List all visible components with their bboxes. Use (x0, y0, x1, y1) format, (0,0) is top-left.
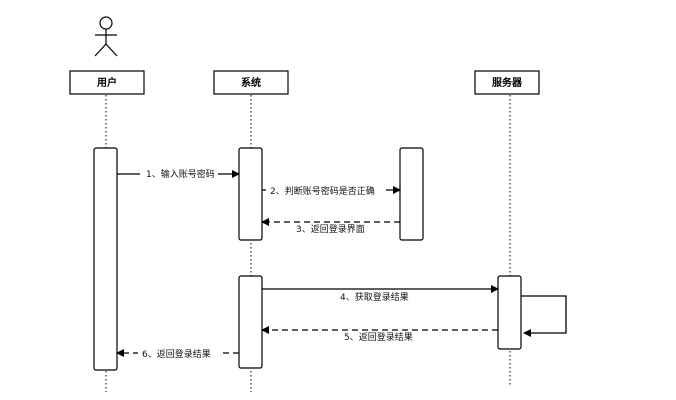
activation-system-1 (238, 147, 263, 241)
participant-system-box: 系统 (213, 70, 289, 95)
activation-user (93, 147, 118, 371)
activation-server (497, 275, 522, 350)
activation-system-2 (238, 275, 263, 369)
participant-server-label: 服务器 (492, 76, 523, 89)
actor-icon (94, 16, 118, 57)
message-3-label: 3、返回登录界面 (296, 223, 365, 235)
participant-server-box: 服务器 (474, 70, 540, 95)
participant-user-box: 用户 (69, 70, 145, 95)
participant-user-label: 用户 (96, 76, 117, 89)
message-1-label: 1、输入账号密码 (146, 168, 215, 180)
activation-validator (399, 147, 424, 241)
participant-system-label: 系统 (241, 76, 261, 89)
server-self-loop (521, 295, 567, 337)
message-6-label: 6、返回登录结果 (142, 348, 211, 360)
message-2-label: 2、判断账号密码是否正确 (270, 185, 375, 197)
message-4-label: 4、获取登录结果 (340, 291, 409, 303)
message-5-label: 5、返回登录结果 (344, 331, 413, 343)
